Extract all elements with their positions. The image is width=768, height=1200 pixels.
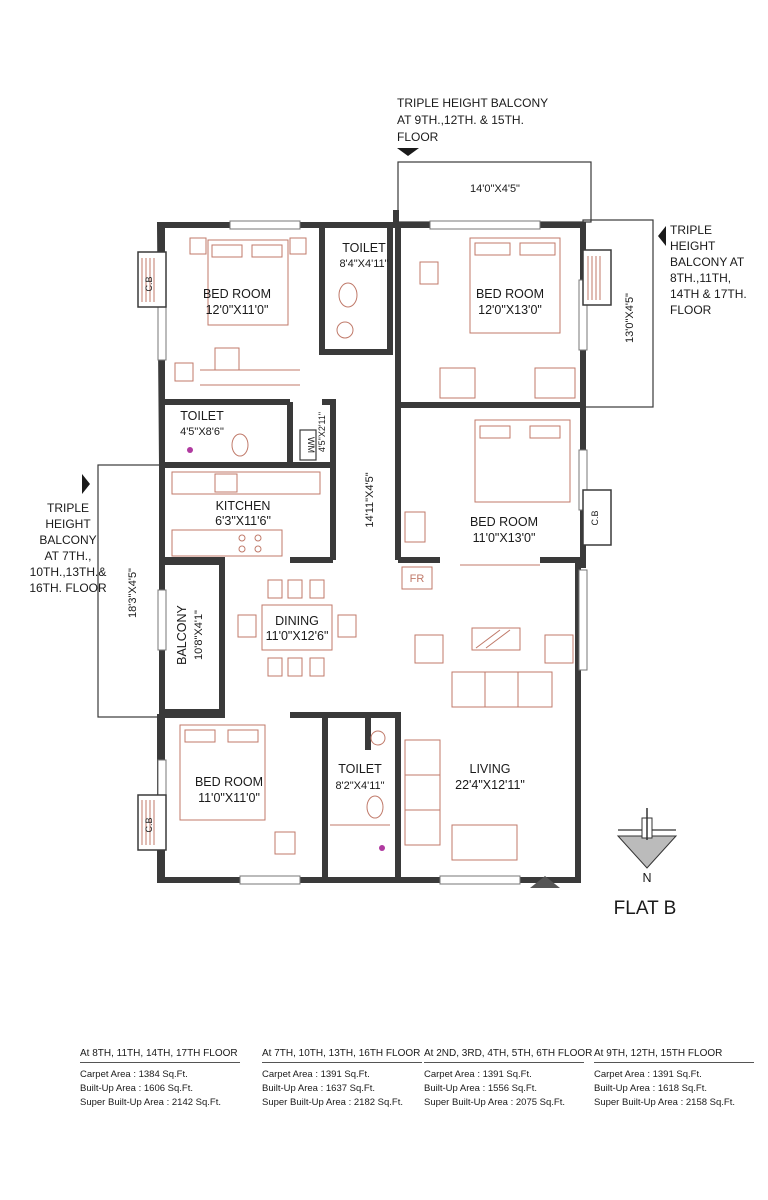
bed2-size: 12'0"X13'0" [478,303,542,317]
fr-label: FR [410,573,425,585]
area-table-heading: At 9TH, 12TH, 15TH FLOOR [594,1048,754,1063]
dining-table-icon [261,604,333,651]
right-note-line4: 8TH.,11TH, [670,271,731,285]
top-note-line3: FLOOR [397,130,439,144]
living-size: 22'4"X12'11" [455,778,525,792]
north-arrow-icon [616,808,678,869]
bed1-name: BED ROOM [203,287,271,301]
built-up-area: Built-Up Area : 1606 Sq.Ft. [80,1083,194,1094]
living-name: LIVING [470,762,511,776]
dining-name: DINING [275,614,319,628]
left-note-line3: BALCONY [39,533,96,547]
cb-duct-bed2 [582,249,612,306]
bed1-size: 12'0"X11'0" [206,303,269,317]
toilet3-name: TOILET [338,762,382,776]
sofa-icon [451,671,553,708]
kitchen-size: 6'3"X11'6" [215,514,271,528]
cb-duct-bed3: C.B [582,489,612,546]
carpet-area: Carpet Area : 1391 Sq.Ft. [594,1069,702,1080]
area-table-heading: At 7TH, 10TH, 13TH, 16TH FLOOR [262,1048,422,1063]
left-note-line2: HEIGHT [45,517,91,531]
basin-icon [336,321,354,339]
super-built-up-area: Super Built-Up Area : 2142 Sq.Ft. [80,1097,221,1108]
passage-dim: 14'11"X4'5" [364,472,376,527]
cb-duct-bed4: C.B [137,794,167,851]
super-built-up-area: Super Built-Up Area : 2158 Sq.Ft. [594,1097,735,1108]
area-table: At 8TH, 11TH, 14TH, 17TH FLOOR Carpet Ar… [80,1048,240,1110]
left-note-arrow-icon [82,474,90,494]
left-note-line4: AT 7TH., [45,549,92,563]
floor-plan: C.B C.B C.B [29,96,747,919]
toilet3-size: 8'2"X4'11" [335,780,384,792]
carpet-area: Carpet Area : 1391 Sq.Ft. [262,1069,370,1080]
entrance-marker [530,876,560,888]
area-table-heading: At 8TH, 11TH, 14TH, 17TH FLOOR [80,1048,240,1063]
top-note-line1: TRIPLE HEIGHT BALCONY [397,96,548,110]
built-up-area: Built-Up Area : 1618 Sq.Ft. [594,1083,708,1094]
bed-icon [469,237,561,334]
cb-duct-bed1: C.B [137,251,167,308]
cb-label: C.B [590,510,600,525]
area-table: At 7TH, 10TH, 13TH, 16TH FLOOR Carpet Ar… [262,1048,422,1110]
area-tables: At 8TH, 11TH, 14TH, 17TH FLOOR Carpet Ar… [0,1048,768,1118]
carpet-area: Carpet Area : 1384 Sq.Ft. [80,1069,188,1080]
toilet1-size: 8'4"X4'11" [339,258,388,270]
right-note-line1: TRIPLE [670,223,712,237]
top-note-arrow-icon [397,148,419,156]
wm-label: WM [306,437,316,453]
kitchen-name: KITCHEN [216,499,271,513]
balcony-name: BALCONY [175,604,189,664]
area-table: At 2ND, 3RD, 4TH, 5TH, 6TH FLOOR Carpet … [424,1048,592,1110]
left-note-line5: 10TH.,13TH.& [30,565,107,579]
right-balcony-dim: 13'0"X4'5" [624,293,636,343]
super-built-up-area: Super Built-Up Area : 2075 Sq.Ft. [424,1097,565,1108]
toilet2-size: 4'5"X8'6" [180,426,224,438]
top-note-line2: AT 9TH.,12TH. & 15TH. [397,113,524,127]
right-note-line5: 14TH & 17TH. [670,287,747,301]
bed3-name: BED ROOM [470,515,538,529]
wc-icon [366,795,384,819]
cb-label: C.B [144,276,154,291]
bed-icon [179,724,266,821]
bed3-size: 11'0"X13'0" [473,531,536,545]
area-table: At 9TH, 12TH, 15TH FLOOR Carpet Area : 1… [594,1048,754,1110]
top-balcony-dim: 14'0"X4'5" [470,183,520,195]
right-balcony-outline [582,219,654,408]
right-note-line3: BALCONY AT [670,255,745,269]
left-balcony-dim: 18'3"X4'5" [127,568,139,618]
right-note-arrow-icon [658,226,666,246]
carpet-area: Carpet Area : 1391 Sq.Ft. [424,1069,532,1080]
north-label: N [642,871,651,885]
right-note-line2: HEIGHT [670,239,716,253]
cb-label: C.B [144,817,154,832]
left-note-line1: TRIPLE [47,501,89,515]
toilet1-name: TOILET [342,241,386,255]
balcony-size: 10'8"X4'1" [193,610,205,660]
bed2-name: BED ROOM [476,287,544,301]
toilet2-name: TOILET [180,409,224,423]
bed-icon [474,419,571,503]
bed4-size: 11'0"X11'0" [198,791,260,805]
plan-title: FLAT B [614,898,677,919]
wc-icon [338,282,358,308]
bed-icon [207,239,289,326]
built-up-area: Built-Up Area : 1556 Sq.Ft. [424,1083,538,1094]
wm-area-dim: 4'5"X2'11" [317,412,327,452]
dining-size: 11'0"X12'6" [266,629,329,643]
outer-wall [156,210,586,883]
bed4-name: BED ROOM [195,775,263,789]
wc-icon [231,433,249,457]
left-note-line6: 16TH. FLOOR [29,581,107,595]
super-built-up-area: Super Built-Up Area : 2182 Sq.Ft. [262,1097,403,1108]
built-up-area: Built-Up Area : 1637 Sq.Ft. [262,1083,376,1094]
right-note-line6: FLOOR [670,303,712,317]
sofa-icon [404,739,441,846]
area-table-heading: At 2ND, 3RD, 4TH, 5TH, 6TH FLOOR [424,1048,592,1063]
